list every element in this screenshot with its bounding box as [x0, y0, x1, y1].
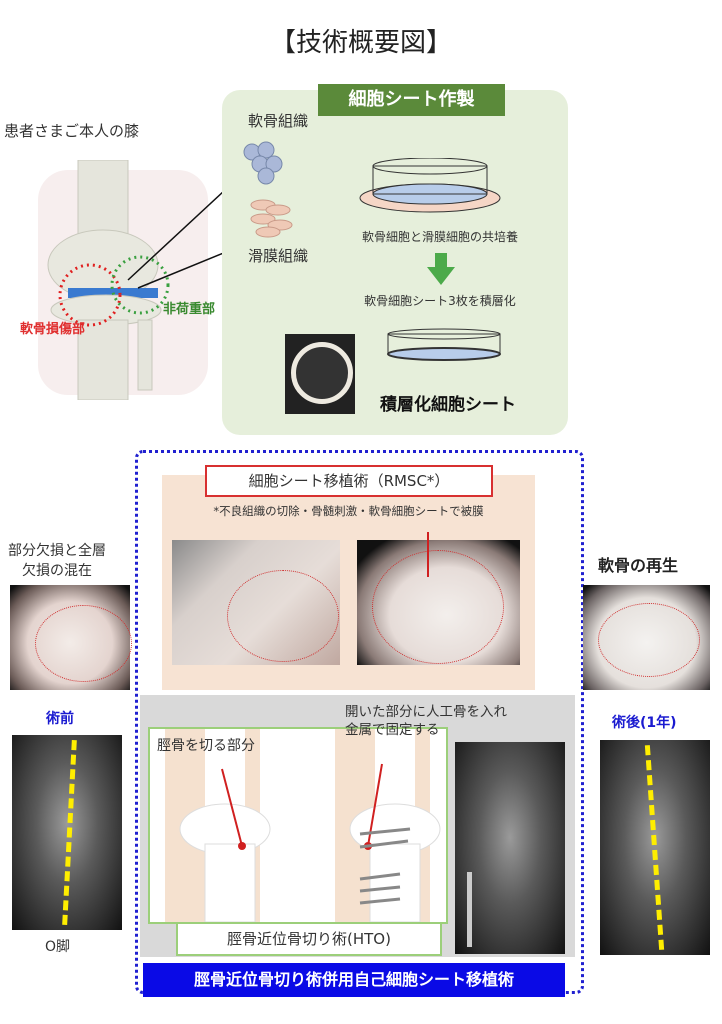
regeneration-label: 軟骨の再生: [598, 556, 679, 575]
postop-label: 術後(1年): [612, 715, 677, 731]
cell-sheet-prep-panel: [222, 90, 568, 435]
coculture-label: 軟骨細胞と滑膜細胞の共培養: [361, 230, 518, 244]
layered-dish-icon: [385, 328, 505, 367]
tibia-cut-label: 脛骨を切る部分: [157, 738, 255, 754]
preop-label: 術前: [46, 711, 74, 727]
hto-xray: [455, 742, 565, 954]
damaged-cartilage-label: 軟骨損傷部: [20, 322, 86, 337]
cell-sheet-prep-header: 細胞シート作製: [318, 84, 505, 116]
hto-illustration: [148, 727, 448, 924]
coculture-dish-icon: [355, 157, 505, 224]
o-leg-label: O脚: [45, 939, 71, 955]
defect-label-2: 欠損の混在: [22, 563, 92, 579]
synovial-tissue-label: 滑膜組織: [248, 247, 309, 265]
rmsc-title: 細胞シート移植術（RMSC*）: [205, 465, 493, 497]
defect-label-1: 部分欠損と全層: [8, 543, 106, 559]
rmsc-note: *不良組織の切除・骨髄刺激・軟骨細胞シートで被膜: [213, 504, 484, 518]
synovial-cells-icon: [248, 195, 298, 244]
postop-arthroscopy-photo: [583, 585, 710, 690]
cartilage-tissue-label: 軟骨組織: [248, 112, 309, 130]
fixation-label-2: 金属で固定する: [345, 722, 440, 738]
surgery-photo-2: [357, 532, 520, 665]
down-arrow-icon: [427, 253, 455, 289]
patient-knee-label: 患者さまご本人の膝: [4, 122, 140, 140]
non-weight-bearing-label: 非荷重部: [163, 302, 216, 317]
knee-illustration: [28, 159, 244, 401]
preop-arthroscopy-photo: [10, 585, 132, 690]
postop-xray: [600, 740, 710, 955]
cartilage-cells-icon: [240, 140, 290, 189]
fixation-label-1: 開いた部分に人工骨を入れ: [345, 704, 507, 720]
cell-sheet-photo: [285, 334, 355, 414]
preop-xray: [12, 735, 122, 930]
hto-title: 脛骨近位骨切り術(HTO): [176, 922, 442, 956]
layering-label: 軟骨細胞シート3枚を積層化: [364, 294, 516, 308]
layered-sheet-label: 積層化細胞シート: [380, 395, 516, 415]
combined-procedure-banner: 脛骨近位骨切り術併用自己細胞シート移植術: [143, 963, 565, 997]
surgery-photo-1: [172, 540, 340, 665]
page-title: 【技術概要図】: [269, 28, 452, 58]
